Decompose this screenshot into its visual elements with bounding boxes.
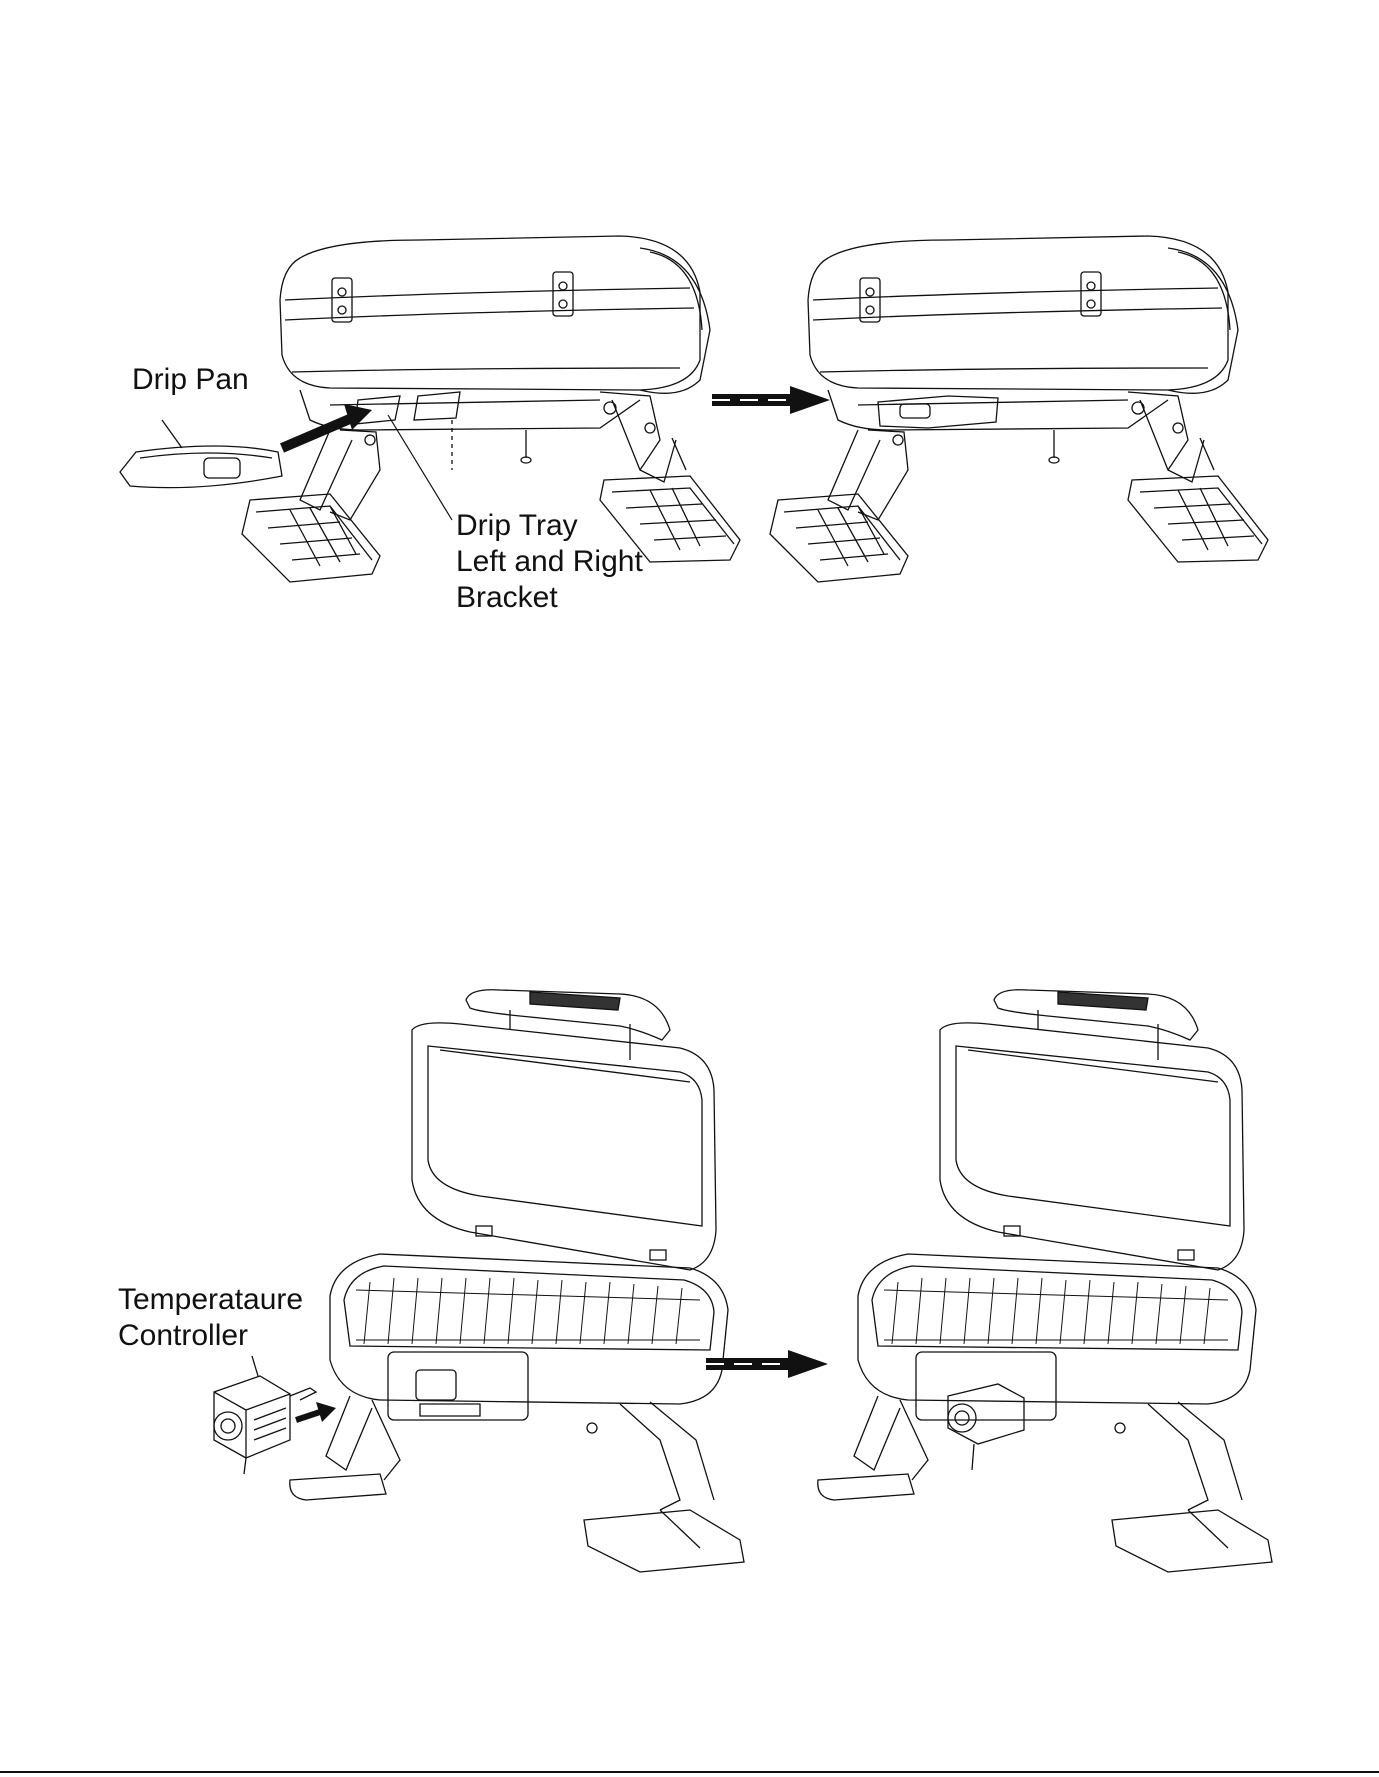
controller-label-line-1: Temperataure [118,1282,303,1318]
closed-grill-after [770,236,1268,582]
open-grill-after [818,990,1272,1572]
arrow-right-icon [712,386,830,414]
bracket-leader-line [388,415,452,520]
bracket-label-line-2: Left and Right [456,544,643,580]
temperature-controller-part [214,1356,316,1474]
drip-pan-label: Drip Pan [132,362,249,398]
bracket-label-line-1: Drip Tray [456,508,643,544]
drip-pan-part [120,420,282,488]
temperature-controller-label: Temperataure Controller [118,1282,303,1354]
insert-arrow-icon [282,404,372,448]
bracket-label-line-3: Bracket [456,580,643,616]
controller-label-line-2: Controller [118,1318,303,1354]
arrow-right-icon [706,1350,828,1378]
drip-tray-bracket-label: Drip Tray Left and Right Bracket [456,508,643,616]
page-bottom-rule [0,1771,1379,1773]
open-grill-before [290,990,744,1572]
insert-arrow-icon [296,1402,336,1422]
